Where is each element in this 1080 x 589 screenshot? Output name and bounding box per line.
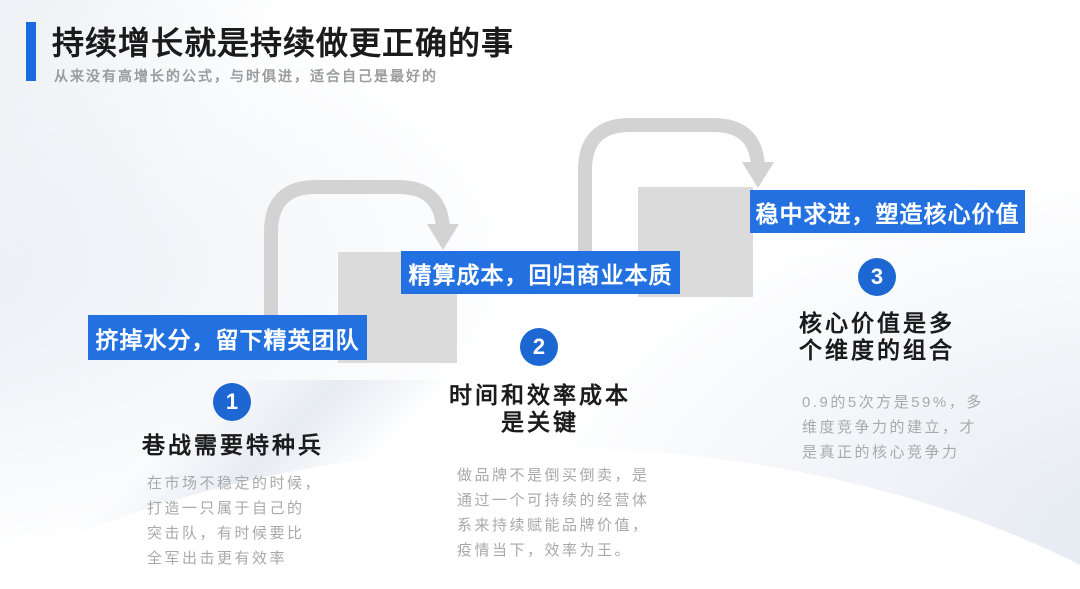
step-1-banner: 挤掉水分，留下精英团队 [88,315,367,360]
step-1-heading: 巷战需要特种兵 [142,432,324,458]
step-2-heading: 时间和效率成本 是关键 [449,382,631,435]
step-2-number-badge: 2 [520,328,558,366]
step-3-number-badge: 3 [858,258,896,296]
step-3-banner: 稳中求进，塑造核心价值 [750,190,1025,233]
flow-arrow-2-icon [578,118,774,265]
step-3-body: 0.9的5次方是59%，多 维度竞争力的建立，才 是真正的核心竞争力 [802,394,984,461]
page-subtitle: 从来没有高增长的公式，与时俱进，适合自己是最好的 [54,68,438,84]
step-2-body: 做品牌不是倒买倒卖，是 通过一个可持续的经营体 系来持续赋能品牌价值， 疫情当下… [457,467,650,559]
step-3-heading: 核心价值是多 个维度的组合 [799,310,955,363]
title-accent-bar [26,22,36,81]
page-title: 持续增长就是持续做更正确的事 [52,25,515,61]
step-1-number-badge: 1 [213,383,251,421]
step-2-banner: 精算成本，回归商业本质 [401,251,680,294]
step-1-body: 在市场不稳定的时候， 打造一只属于自己的 突击队，有时候要比 全军出击更有效率 [147,475,323,567]
